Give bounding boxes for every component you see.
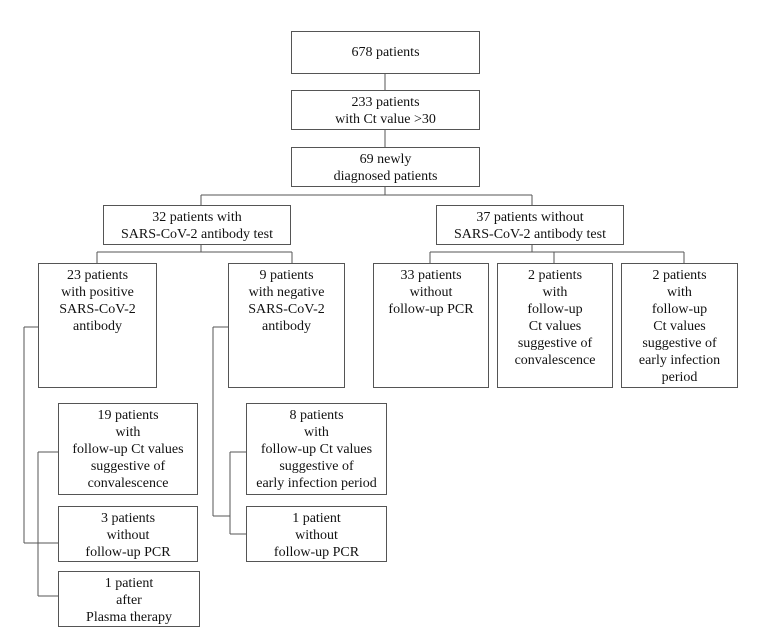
box-text-line: 1 patient bbox=[104, 576, 154, 591]
box-text-line: SARS-CoV-2 bbox=[248, 302, 325, 317]
box-text-line: with Ct value >30 bbox=[335, 112, 436, 127]
box-text-line: 33 patients bbox=[400, 268, 462, 283]
box-text-line: follow-up PCR bbox=[85, 545, 171, 560]
box-19-convalescence: 19 patients with follow-up Ct values sugges… bbox=[58, 403, 198, 495]
box-3-without-follow-up-pcr: 3 patients without follow-up PCR bbox=[58, 506, 198, 562]
box-text-line: 1 patient bbox=[292, 511, 341, 526]
box-text-line: without bbox=[409, 285, 453, 300]
box-text-line: antibody bbox=[262, 319, 311, 334]
box-text-line: follow-up Ct values bbox=[260, 442, 373, 457]
box-text-line: SARS-CoV-2 antibody test bbox=[454, 227, 606, 242]
box-text-line: 37 patients without bbox=[476, 210, 584, 225]
box-text-line: follow-up Ct values bbox=[72, 442, 184, 457]
box-text-line: antibody bbox=[73, 319, 122, 334]
box-2-convalescence: 2 patients with follow-up Ct values suggesti… bbox=[497, 263, 613, 388]
box-233-patients-ct-above-30: 233 patients with Ct value >30 bbox=[291, 90, 480, 130]
box-text-line: 23 patients bbox=[66, 268, 129, 283]
box-text-line: Ct values bbox=[653, 319, 706, 334]
box-text-line: 19 patients bbox=[97, 408, 159, 423]
box-text-line: suggestive of bbox=[90, 459, 166, 474]
box-text-line: follow-up bbox=[527, 302, 583, 317]
box-text-line: with bbox=[542, 285, 568, 300]
box-text-line: early infection period bbox=[256, 476, 377, 491]
box-text-line: with bbox=[115, 425, 141, 440]
box-text-line: SARS-CoV-2 bbox=[59, 302, 136, 317]
box-text-line: follow-up PCR bbox=[273, 545, 360, 560]
box-text-line: diagnosed patients bbox=[333, 169, 438, 184]
box-text-line: suggestive of bbox=[279, 459, 354, 474]
box-text-line: 3 patients bbox=[100, 511, 156, 526]
box-text-line: without bbox=[295, 528, 338, 543]
box-text-line: convalescence bbox=[87, 476, 169, 491]
box-text-line: 69 newly bbox=[359, 152, 412, 167]
box-8-early-infection: 8 patients with follow-up Ct values suggest… bbox=[246, 403, 387, 495]
box-text-line: with positive bbox=[61, 285, 134, 300]
box-text-line: 9 patients bbox=[259, 268, 314, 283]
box-text-line: without bbox=[106, 528, 150, 543]
box-text-line: Ct values bbox=[528, 319, 582, 334]
box-text-line: suggestive of bbox=[642, 336, 717, 351]
box-text-line: 678 patients bbox=[351, 45, 420, 60]
box-text-line: suggestive of bbox=[517, 336, 593, 351]
box-33-without-follow-up-pcr: 33 patients without follow-up PCR bbox=[373, 263, 489, 388]
box-text-line: with negative bbox=[248, 285, 325, 300]
box-text-line: SARS-CoV-2 antibody test bbox=[121, 227, 273, 242]
box-text-line: after bbox=[116, 593, 142, 608]
box-1-without-follow-up-pcr: 1 patient without follow-up PCR bbox=[246, 506, 387, 562]
box-text-line: period bbox=[661, 370, 698, 385]
box-2-early-infection: 2 patients with follow-up Ct values suggesti… bbox=[621, 263, 738, 388]
box-text-line: early infection bbox=[638, 353, 721, 368]
box-text-line: follow-up bbox=[651, 302, 708, 317]
box-text-line: 233 patients bbox=[351, 95, 420, 110]
box-text-line: with bbox=[667, 285, 692, 300]
box-678-patients: 678 patients bbox=[291, 31, 480, 74]
box-69-newly-diagnosed: 69 newly diagnosed patients bbox=[291, 147, 480, 187]
box-text-line: with bbox=[304, 425, 329, 440]
box-text-line: convalescence bbox=[514, 353, 596, 368]
box-text-line: 8 patients bbox=[289, 408, 344, 423]
box-text-line: follow-up PCR bbox=[388, 302, 474, 317]
box-text-line: 2 patients bbox=[527, 268, 583, 283]
box-text-line: 2 patients bbox=[652, 268, 707, 283]
box-text-line: 32 patients with bbox=[152, 210, 242, 225]
box-text-line: Plasma therapy bbox=[86, 610, 172, 625]
